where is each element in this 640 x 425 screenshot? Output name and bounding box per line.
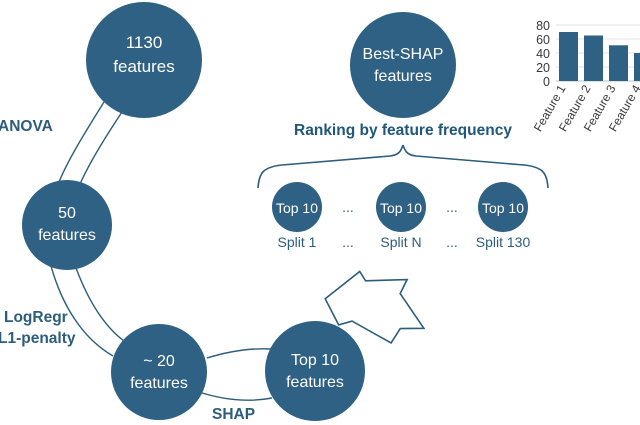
- edge-twenty-to-top10-b: [198, 391, 273, 401]
- ytick-60: 60: [536, 33, 550, 47]
- edge-label-logregr-line1: LogRegr: [4, 309, 68, 326]
- node-twenty-features-line2: features: [130, 375, 188, 392]
- feature-frequency-chart: 80 60 40 20 0 Feature 1 Feature 2 Featur…: [531, 19, 640, 134]
- split-node-3[interactable]: Top 10 Split 130: [476, 182, 531, 250]
- split-node-2[interactable]: Top 10 Split N: [376, 182, 426, 250]
- edge-twenty-to-top10-a: [206, 348, 272, 359]
- bar-feature-1: [559, 32, 578, 81]
- node-all-features[interactable]: 1130 features: [86, 2, 202, 118]
- node-top10-features-circle[interactable]: [265, 321, 365, 421]
- aggregation-arrow: [324, 270, 426, 345]
- split-caption-ellipsis-2: ...: [446, 234, 458, 250]
- node-fifty-features-line2: features: [38, 227, 96, 244]
- cycle-connectors: [50, 101, 273, 401]
- node-fifty-features-line1: 50: [58, 205, 76, 222]
- node-best-shap-features-line1: Best-SHAP: [363, 46, 444, 63]
- edge-label-shap: SHAP: [212, 406, 255, 423]
- split-caption-ellipsis-1: ...: [342, 234, 354, 250]
- split-node-1-circle[interactable]: [272, 182, 322, 232]
- ytick-40: 40: [536, 47, 550, 61]
- ytick-20: 20: [536, 61, 550, 75]
- edge-all-to-fifty-a: [58, 101, 105, 183]
- brace-right-arm: [402, 144, 549, 189]
- split-node-1-label: Top 10: [276, 200, 318, 216]
- edge-fifty-to-twenty-a: [50, 265, 114, 357]
- ranking-brace: [257, 144, 549, 189]
- edge-label-anova: ANOVA: [0, 118, 53, 135]
- bar-feature-2: [584, 35, 603, 81]
- ranking-heading: Ranking by feature frequency: [294, 122, 512, 139]
- node-top10-features[interactable]: Top 10 features: [265, 321, 365, 421]
- brace-left-arm: [257, 144, 404, 189]
- split-gap-ellipsis-2: ...: [446, 199, 458, 215]
- ytick-0: 0: [543, 75, 550, 89]
- bar-feature-4: [634, 53, 640, 81]
- edge-all-to-fifty-b: [79, 111, 123, 185]
- split-node-1[interactable]: Top 10 Split 1: [272, 182, 322, 250]
- node-top10-features-line2: features: [286, 374, 344, 391]
- bar-feature-3: [609, 45, 628, 81]
- node-all-features-circle[interactable]: [86, 2, 202, 118]
- split-node-3-circle[interactable]: [478, 182, 528, 232]
- split-node-3-caption: Split 130: [476, 234, 531, 250]
- node-top10-features-line1: Top 10: [291, 352, 339, 369]
- node-best-shap-features[interactable]: Best-SHAP features: [350, 12, 456, 118]
- node-twenty-features-line1: ~ 20: [143, 353, 175, 370]
- node-all-features-line1: 1130: [126, 33, 163, 52]
- node-best-shap-features-circle[interactable]: [350, 12, 456, 118]
- split-node-1-caption: Split 1: [278, 234, 317, 250]
- node-twenty-features[interactable]: ~ 20 features: [111, 324, 207, 420]
- node-fifty-features[interactable]: 50 features: [22, 180, 112, 270]
- node-fifty-features-circle[interactable]: [22, 180, 112, 270]
- node-twenty-features-circle[interactable]: [111, 324, 207, 420]
- ytick-80: 80: [536, 19, 550, 33]
- split-gap-ellipsis-1: ...: [342, 199, 354, 215]
- node-all-features-line2: features: [113, 57, 174, 76]
- split-node-3-label: Top 10: [482, 200, 524, 216]
- edge-label-logregr-line2: L1-penalty: [0, 330, 76, 347]
- node-best-shap-features-line2: features: [374, 68, 432, 85]
- edge-fifty-to-twenty-b: [75, 267, 125, 342]
- split-node-2-label: Top 10: [380, 200, 422, 216]
- split-node-2-circle[interactable]: [376, 182, 426, 232]
- split-node-2-caption: Split N: [380, 234, 421, 250]
